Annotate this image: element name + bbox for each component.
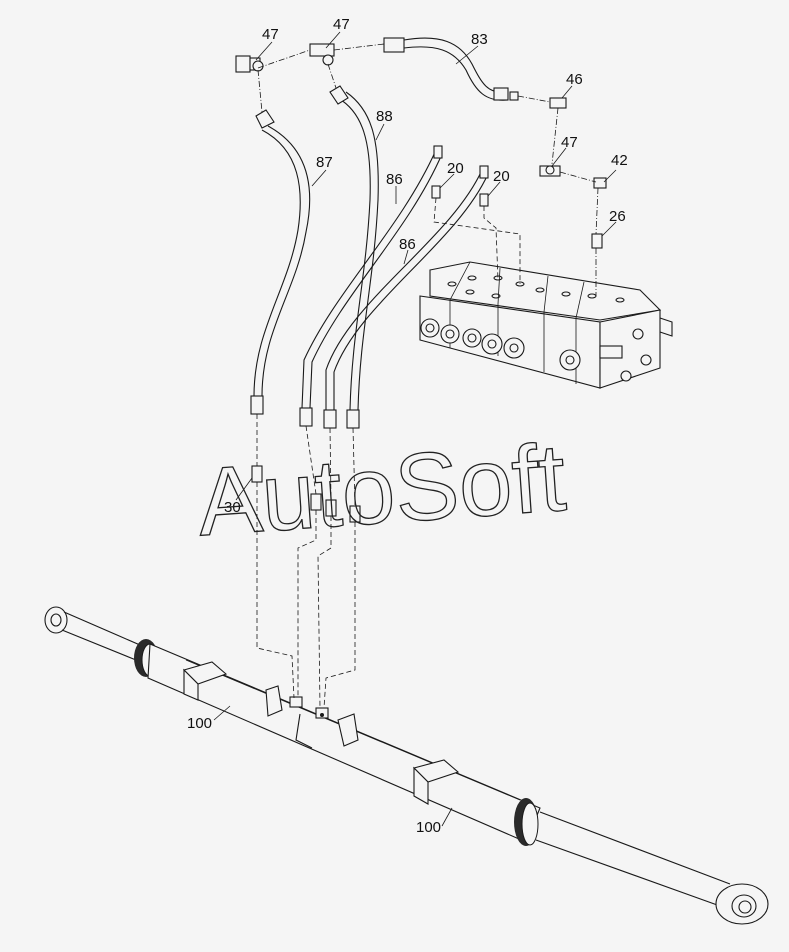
hose-86-upper [299, 149, 443, 427]
leader-lines [213, 31, 617, 827]
right-gland-thread [514, 798, 539, 846]
callout-47-right: 47 [561, 134, 578, 151]
callout-100-left: 100 [187, 715, 212, 732]
callout-47-middle: 47 [333, 16, 350, 33]
callout-83: 83 [471, 31, 488, 48]
callout-86-upper: 86 [386, 171, 403, 188]
hose-86-lower [323, 169, 489, 429]
callout-88: 88 [376, 108, 393, 125]
connection-lines [256, 43, 599, 709]
callout-47-left: 47 [262, 26, 279, 43]
callout-30: 30 [224, 499, 241, 516]
callout-86-lower: 86 [399, 236, 416, 253]
callout-100-right: 100 [416, 819, 441, 836]
callout-labels: 47 47 83 46 47 42 26 88 87 86 86 20 20 3… [187, 16, 628, 836]
callout-20-right: 20 [493, 168, 510, 185]
control-valve-block [419, 261, 673, 389]
hose-83 [383, 37, 509, 101]
valve-spool-knobs [420, 318, 581, 371]
callout-87: 87 [316, 154, 333, 171]
cylinder-barrel [147, 643, 541, 843]
callout-46: 46 [566, 71, 583, 88]
right-rod-eye [715, 883, 769, 925]
valve-top-ports [447, 275, 625, 303]
hydraulic-cylinder [44, 606, 769, 925]
callout-42: 42 [611, 152, 628, 169]
left-rod-eye [44, 606, 141, 661]
fittings [235, 43, 607, 523]
watermark-text: AutoSoft [194, 424, 569, 556]
hose-87 [250, 125, 311, 415]
callout-20-left: 20 [447, 160, 464, 177]
callout-26: 26 [609, 208, 626, 225]
hose-88 [337, 91, 379, 429]
